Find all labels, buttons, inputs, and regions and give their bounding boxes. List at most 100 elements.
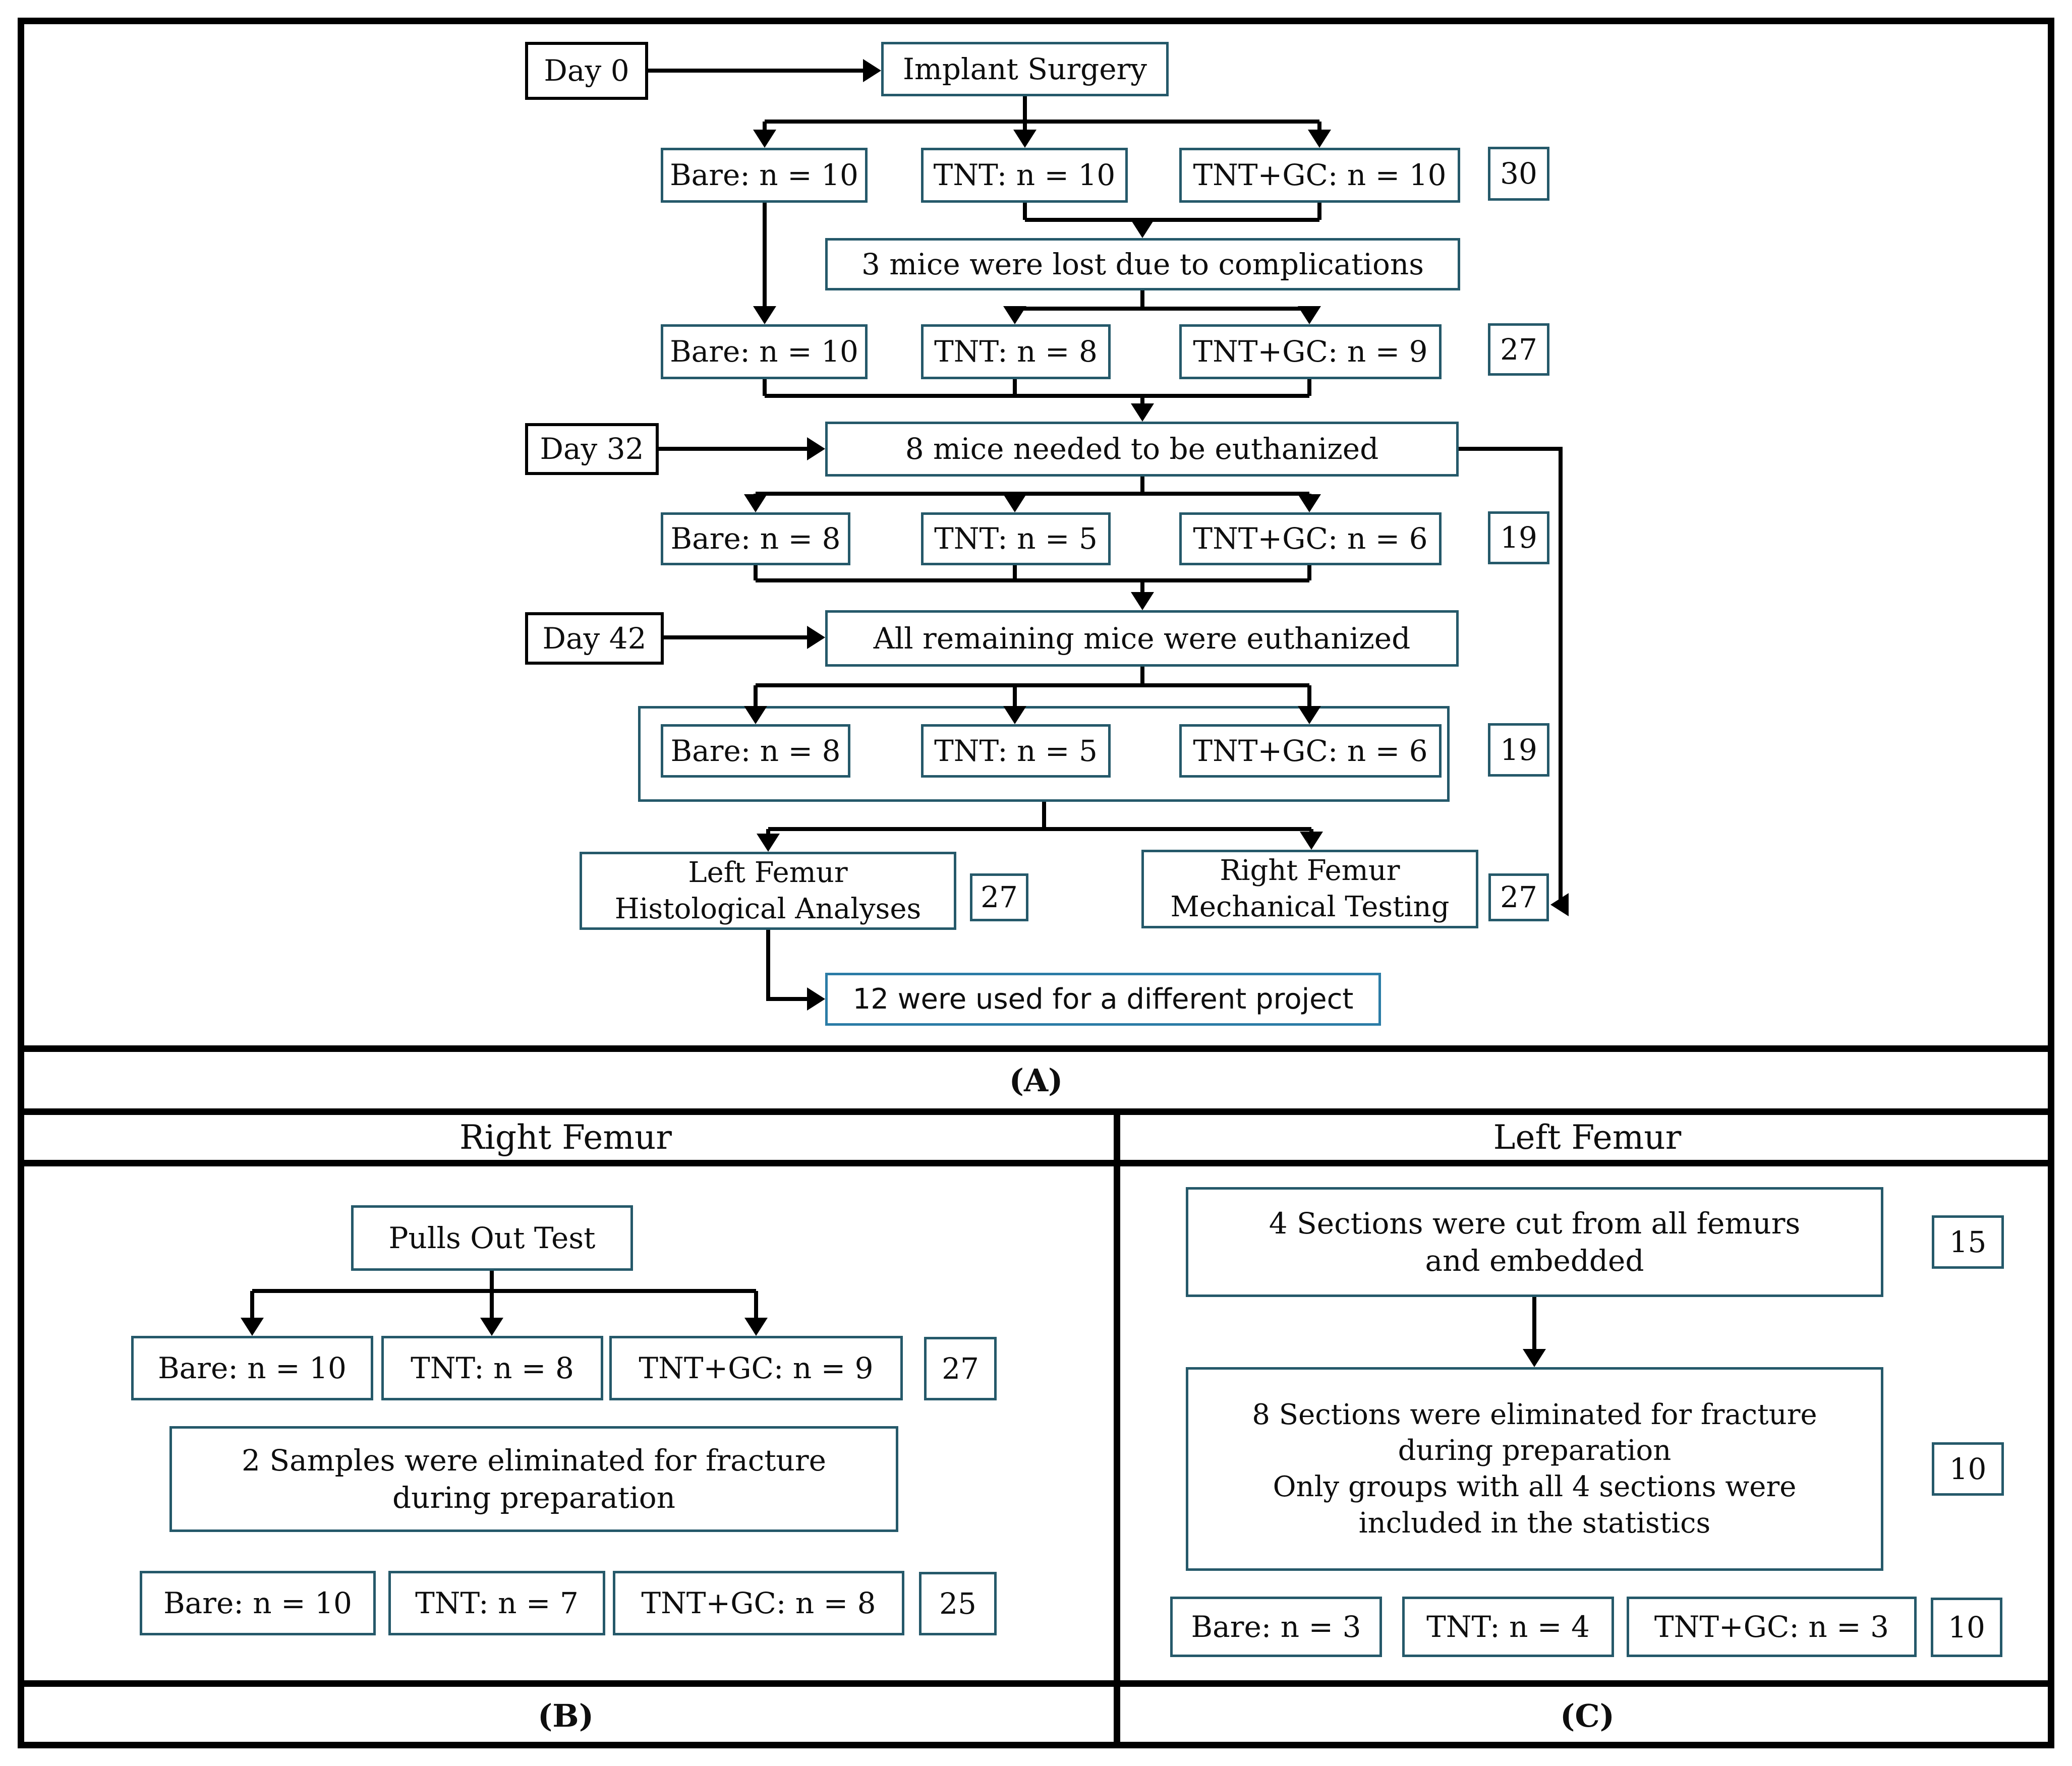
connector-48 [250, 1291, 254, 1322]
tnt-n10-row1: TNT: n = 10 [921, 148, 1128, 203]
arrowhead-19-down [1131, 403, 1154, 422]
connector-44 [766, 930, 770, 1001]
arrowhead-42-down [757, 834, 780, 852]
right-femur-mechanical-box-line-0: Right Femur [1220, 854, 1400, 888]
connector-35 [1140, 667, 1144, 685]
left-femur-histology-box-line-1: Histological Analyses [614, 892, 922, 925]
arrowhead-5-down [1308, 130, 1331, 148]
connector-11 [1140, 290, 1144, 309]
tnt-n8-row2: TNT: n = 8 [921, 324, 1111, 379]
all-remaining-box: All remaining mice were euthanized [825, 610, 1459, 667]
tntgc-n9-row2: TNT+GC: n = 9 [1179, 324, 1442, 379]
c-count-10-final: 10 [1931, 1598, 2002, 1657]
connector-39 [1307, 685, 1311, 710]
connector-25 [756, 492, 1309, 496]
c-count-10: 10 [1932, 1442, 2004, 1496]
b-samples-eliminated-box-line-1: during preparation [392, 1481, 675, 1515]
arrowhead-38-down [1003, 706, 1026, 724]
c-sections-eliminated-box-line-0: 8 Sections were eliminated for fracture [1252, 1398, 1817, 1431]
c-count-15: 15 [1932, 1215, 2004, 1269]
b-tnt-n8: TNT: n = 8 [381, 1336, 603, 1400]
arrowhead-45-right [807, 987, 825, 1011]
tntgc-n6-row4: TNT+GC: n = 6 [1179, 724, 1442, 778]
caption-panel-b: (B) [537, 1697, 594, 1734]
connector-4 [1023, 122, 1027, 134]
arrowhead-6-down [753, 306, 776, 324]
b-count-25: 25 [919, 1572, 997, 1635]
connector-29 [754, 565, 758, 580]
count-19-row4: 19 [1488, 723, 1549, 777]
connector-15 [763, 379, 767, 396]
arrowhead-34-right [807, 626, 825, 649]
arrowhead-4-down [1013, 130, 1037, 148]
connector-0 [648, 69, 867, 73]
count-30: 30 [1488, 147, 1549, 201]
count-19-row3: 19 [1488, 511, 1549, 564]
connector-33 [1140, 580, 1144, 596]
connector-24 [1140, 477, 1144, 494]
bare-n8-row4: Bare: n = 8 [661, 724, 850, 778]
arrowhead-0-right [863, 59, 881, 82]
connector-1 [1023, 96, 1027, 122]
c-tnt-n4: TNT: n = 4 [1402, 1597, 1614, 1657]
connector-16 [1013, 379, 1017, 396]
arrowhead-28-down [1298, 494, 1321, 512]
b-tntgc-n8-final: TNT+GC: n = 8 [613, 1571, 904, 1635]
connector-5 [1317, 122, 1321, 134]
connector-34 [664, 635, 811, 639]
tnt-n5-row4: TNT: n = 5 [921, 724, 1111, 778]
bare-n10-row2: Bare: n = 10 [661, 324, 868, 379]
divider-below-headers [18, 1160, 2054, 1166]
connector-12 [1015, 307, 1309, 311]
connector-18 [765, 394, 1309, 398]
connector-19 [1140, 396, 1144, 407]
arrowhead-23-left [1550, 893, 1569, 916]
divider-above-captions-bc [18, 1680, 2054, 1687]
lost-mice-box: 3 mice were lost due to complications [825, 238, 1460, 290]
c-tntgc-n3: TNT+GC: n = 3 [1627, 1597, 1917, 1657]
euthanized-8-box: 8 mice needed to be euthanized [825, 422, 1459, 477]
connector-46 [490, 1271, 494, 1291]
c-sections-eliminated-box-line-3: included in the statistics [1358, 1506, 1711, 1540]
connector-7 [1023, 203, 1027, 220]
arrowhead-13-down [1003, 306, 1026, 324]
connector-3 [763, 122, 767, 134]
connector-37 [754, 685, 758, 710]
count-27-left: 27 [970, 873, 1028, 921]
connector-30 [1013, 565, 1017, 580]
tntgc-n6-row3: TNT+GC: n = 6 [1179, 512, 1442, 565]
c-sections-eliminated-box-line-1: during preparation [1398, 1434, 1672, 1467]
b-tntgc-n9: TNT+GC: n = 9 [609, 1336, 903, 1400]
arrowhead-51-down [1523, 1349, 1546, 1367]
bare-n10-row1: Bare: n = 10 [661, 148, 868, 203]
arrowhead-37-down [744, 706, 767, 724]
connector-50 [754, 1291, 758, 1322]
tnt-n5-row3: TNT: n = 5 [921, 512, 1111, 565]
connector-21 [1459, 447, 1563, 451]
connector-51 [1532, 1297, 1536, 1353]
arrowhead-33-down [1131, 592, 1154, 610]
arrowhead-39-down [1298, 706, 1321, 724]
arrowhead-10-down [1131, 220, 1154, 238]
arrowhead-27-down [1003, 494, 1026, 512]
c-bare-n3: Bare: n = 3 [1170, 1597, 1382, 1657]
connector-20 [659, 447, 811, 451]
header-right-femur: Right Femur [459, 1118, 672, 1157]
arrowhead-43-down [1300, 832, 1323, 850]
divider-below-panel-a [18, 1045, 2054, 1052]
connector-40 [1042, 802, 1046, 829]
arrowhead-48-down [241, 1318, 264, 1336]
right-femur-mechanical-box-line-1: Mechanical Testing [1170, 891, 1450, 923]
connector-45 [766, 997, 811, 1001]
day32-box: Day 32 [525, 423, 659, 475]
divider-below-caption-a [18, 1108, 2054, 1115]
day0-box: Day 0 [525, 42, 648, 100]
b-samples-eliminated-box-line-0: 2 Samples were eliminated for fracture [242, 1443, 826, 1478]
arrowhead-3-down [753, 130, 776, 148]
connector-17 [1307, 379, 1311, 396]
connector-6 [763, 203, 767, 310]
